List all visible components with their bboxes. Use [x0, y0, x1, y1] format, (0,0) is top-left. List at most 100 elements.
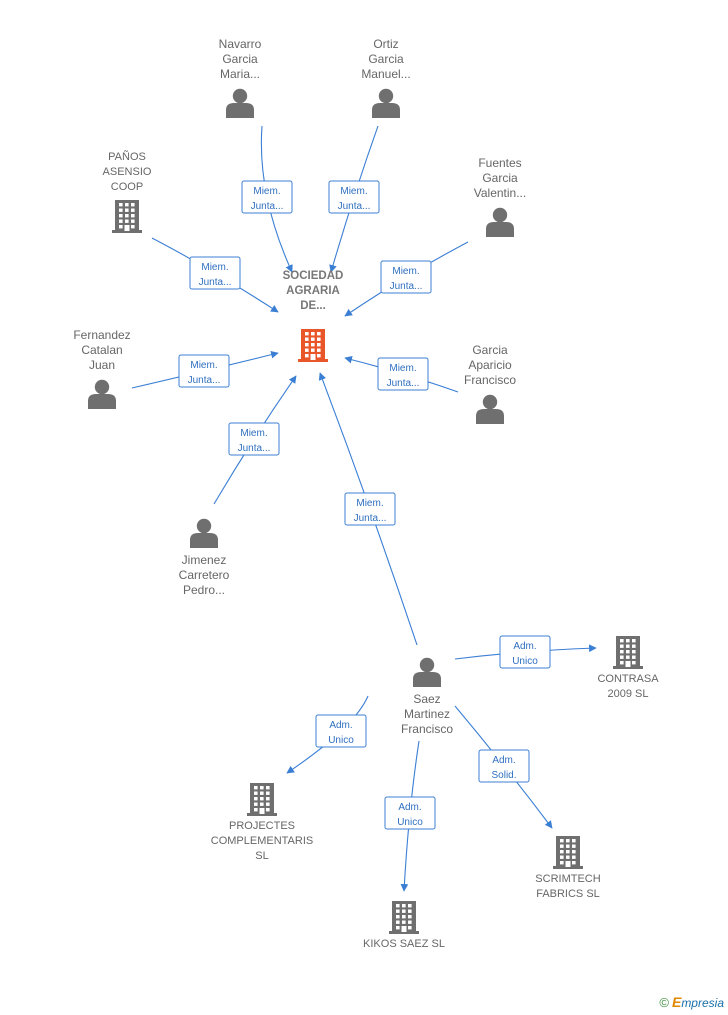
- relation-label-box[interactable]: [380, 260, 432, 294]
- node-label-line: Ortiz: [373, 37, 398, 51]
- edge-panos-center[interactable]: Miem. Junta...: [151, 237, 279, 313]
- relation-label-text: Adm.: [329, 720, 352, 731]
- edge-saez-kikos[interactable]: Adm. Unico: [384, 740, 436, 892]
- node-label-line: Martinez: [404, 707, 450, 721]
- node-fuentes[interactable]: FuentesGarciaValentin...: [474, 156, 526, 237]
- relation-label-text: Miem.: [240, 428, 267, 439]
- relation-label-text: Junta...: [354, 513, 387, 524]
- node-label-line: ASENSIO: [103, 166, 152, 178]
- node-label-line: Jimenez: [182, 553, 227, 567]
- relation-label-box[interactable]: [178, 354, 230, 388]
- node-label-line: Francisco: [464, 373, 516, 387]
- node-label-line: Manuel...: [361, 67, 410, 81]
- node-label-line: Valentin...: [474, 186, 526, 200]
- node-label-line: PROJECTES: [229, 820, 295, 832]
- relation-label-text: Adm.: [513, 641, 536, 652]
- person-icon: [226, 88, 254, 118]
- building-icon: [613, 636, 643, 669]
- person-icon: [88, 379, 116, 409]
- person-icon: [190, 518, 218, 548]
- node-label-line: COOP: [111, 181, 143, 193]
- node-label-line: Garcia: [222, 52, 258, 66]
- node-navarro[interactable]: NavarroGarciaMaria...: [219, 37, 262, 118]
- node-label-line: PAÑOS: [108, 150, 146, 163]
- edge-saez-projectes[interactable]: Adm. Unico: [286, 695, 369, 774]
- person-icon: [476, 394, 504, 424]
- relation-label-box[interactable]: [377, 357, 429, 391]
- node-label-line: Pedro...: [183, 583, 225, 597]
- node-contrasa[interactable]: CONTRASA 2009 SL: [597, 636, 659, 700]
- edge-jimenez-center[interactable]: Miem. Junta...: [213, 375, 297, 505]
- person-icon: [413, 657, 441, 687]
- building-icon: [553, 836, 583, 869]
- copyright-symbol: ©: [659, 995, 669, 1010]
- node-label-line: Francisco: [401, 722, 453, 736]
- relation-label-box[interactable]: [228, 422, 280, 456]
- relation-label-text: Unico: [328, 735, 354, 746]
- node-jimenez[interactable]: JimenezCarreteroPedro...: [179, 518, 230, 597]
- edge-garcia-center[interactable]: Miem. Junta...: [344, 355, 459, 393]
- edge-navarro-center[interactable]: Miem.Junta...: [241, 125, 293, 273]
- node-label-line: Navarro: [219, 37, 262, 51]
- relation-label-text: Junta...: [387, 378, 420, 389]
- node-label-line: AGRARIA: [286, 285, 340, 297]
- relation-label-text: Unico: [397, 817, 423, 828]
- node-center[interactable]: SOCIEDADAGRARIADE...: [283, 270, 344, 362]
- relation-label-text: Junta...: [188, 375, 221, 386]
- node-label-line: Maria...: [220, 67, 260, 81]
- node-label-line: CONTRASA: [597, 673, 659, 685]
- node-projectes[interactable]: PROJECTES COMPLEMENTARIS SL: [211, 783, 313, 862]
- nodes-layer: SOCIEDADAGRARIADE...NavarroGarciaMaria..…: [73, 37, 659, 950]
- edges-layer: Miem. Junta... Miem. Junta... Miem. Junta... M…: [131, 125, 597, 892]
- node-label-line: Saez: [413, 692, 440, 706]
- edge-fuentes-center[interactable]: Miem. Junta...: [344, 241, 469, 317]
- relation-label-box[interactable]: [478, 749, 530, 783]
- edge-saez-scrimtech[interactable]: Adm.Solid.: [454, 705, 553, 829]
- node-panos[interactable]: PAÑOS ASENSIO COOP: [103, 150, 152, 233]
- node-label-line: FABRICS SL: [536, 888, 600, 900]
- node-label-line: COMPLEMENTARIS: [211, 835, 313, 847]
- relation-label-box[interactable]: [241, 180, 293, 214]
- relation-label-text: Adm.: [398, 802, 421, 813]
- relation-label-text: Junta...: [390, 281, 423, 292]
- person-icon: [372, 88, 400, 118]
- node-scrimtech[interactable]: SCRIMTECH FABRICS SL: [535, 836, 601, 900]
- node-label-line: 2009 SL: [608, 688, 649, 700]
- node-label-line: SL: [255, 850, 268, 862]
- brand-initial: E: [671, 994, 682, 1010]
- node-label-line: SCRIMTECH: [535, 873, 600, 885]
- edge-ortiz-center[interactable]: Miem.Junta...: [328, 125, 380, 273]
- relation-label-text: Junta...: [199, 277, 232, 288]
- brand-name: mpresia: [681, 996, 724, 1010]
- relation-label-text: Miem.: [389, 363, 416, 374]
- building-icon: [298, 329, 328, 362]
- relation-label-box[interactable]: [499, 635, 551, 669]
- relation-label-box[interactable]: [384, 796, 436, 830]
- edge-saez-center[interactable]: Miem.Junta...: [318, 372, 418, 646]
- relation-label-box[interactable]: [344, 492, 396, 526]
- node-label-line: DE...: [300, 300, 326, 312]
- relation-label-text: Unico: [512, 656, 538, 667]
- relation-label-text: Miem.: [201, 262, 228, 273]
- relation-label-text: Miem.: [392, 266, 419, 277]
- relation-label-text: Junta...: [251, 201, 284, 212]
- edge-saez-contrasa[interactable]: Adm. Unico: [454, 635, 597, 669]
- relation-label-text: Miem.: [190, 360, 217, 371]
- node-ortiz[interactable]: OrtizGarciaManuel...: [361, 37, 411, 118]
- node-label-line: Garcia: [368, 52, 404, 66]
- relation-label-text: Solid.: [491, 770, 516, 781]
- relation-label-box[interactable]: [328, 180, 380, 214]
- relation-label-box[interactable]: [315, 714, 367, 748]
- relation-label-box[interactable]: [189, 256, 241, 290]
- edge-fernandez-center[interactable]: Miem. Junta...: [131, 350, 279, 389]
- node-label-line: Fuentes: [478, 156, 521, 170]
- node-kikos[interactable]: KIKOS SAEZ SL: [363, 901, 445, 950]
- empresia-logo: ©Empresia: [659, 994, 724, 1010]
- relation-label-text: Junta...: [238, 443, 271, 454]
- node-label-line: Aparicio: [468, 358, 512, 372]
- node-label-line: Juan: [89, 358, 115, 372]
